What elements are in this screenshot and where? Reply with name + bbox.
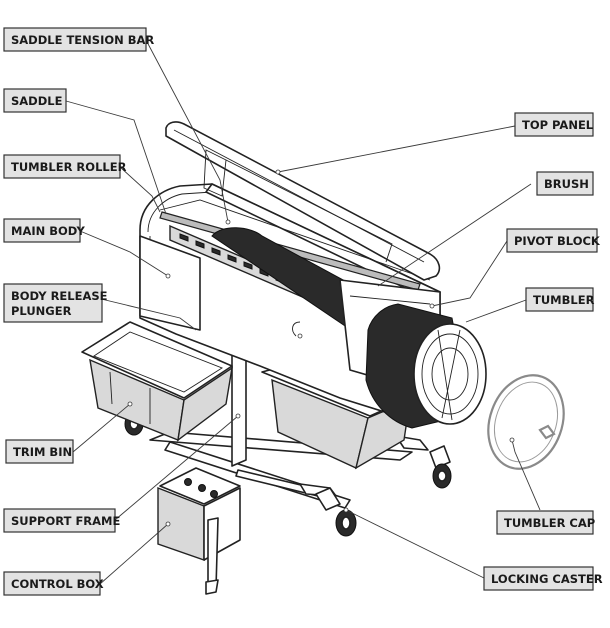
label-text-tumbler: TUMBLER <box>533 293 595 307</box>
label-text-pivot-block: PIVOT BLOCK <box>514 234 601 248</box>
label-text-top-panel: TOP PANEL <box>522 118 594 132</box>
label-control-box: CONTROL BOX <box>3 571 104 596</box>
label-text-body-release: BODY RELEASE <box>11 289 108 303</box>
label-support-frame: SUPPORT FRAME <box>3 508 120 533</box>
label-text-plunger: PLUNGER <box>11 304 72 318</box>
machine-illustration <box>81 121 565 595</box>
leader-lines <box>65 39 541 585</box>
label-tumbler-cap: TUMBLER CAP <box>496 510 595 535</box>
tumbler-cap-part <box>487 374 565 470</box>
label-brush: BRUSH <box>536 171 594 196</box>
label-top-panel: TOP PANEL <box>514 112 594 137</box>
label-text-tumbler-roller: TUMBLER ROLLER <box>11 160 127 174</box>
label-tumbler: TUMBLER <box>525 287 595 312</box>
label-text-locking-caster: LOCKING CASTER <box>491 572 603 586</box>
label-saddle-tension-bar: SADDLE TENSION BAR <box>3 27 154 52</box>
leader-endpoints <box>127 169 515 527</box>
label-main-body: MAIN BODY <box>3 218 86 243</box>
label-tumbler-roller: TUMBLER ROLLER <box>3 154 127 179</box>
trim-bin-part-left <box>81 321 233 442</box>
control-box-part <box>157 467 241 595</box>
label-saddle: SADDLE <box>3 88 67 113</box>
label-text-main-body: MAIN BODY <box>11 224 86 238</box>
main-body-part <box>139 183 441 419</box>
label-text-saddle: SADDLE <box>11 94 63 108</box>
label-text-support-frame: SUPPORT FRAME <box>11 514 120 528</box>
label-text-saddle-tension-bar: SADDLE TENSION BAR <box>11 33 154 47</box>
label-pivot-block: PIVOT BLOCK <box>506 228 601 253</box>
tumbler-part <box>365 303 487 429</box>
label-locking-caster: LOCKING CASTER <box>483 566 603 591</box>
label-body-release-plunger: BODY RELEASE PLUNGER <box>3 283 108 323</box>
label-text-brush: BRUSH <box>544 177 589 191</box>
label-text-trim-bin: TRIM BIN <box>13 445 72 459</box>
top-panel-part <box>165 121 441 281</box>
label-trim-bin: TRIM BIN <box>5 439 74 464</box>
label-text-tumbler-cap: TUMBLER CAP <box>504 516 595 530</box>
label-text-control-box: CONTROL BOX <box>11 577 104 591</box>
